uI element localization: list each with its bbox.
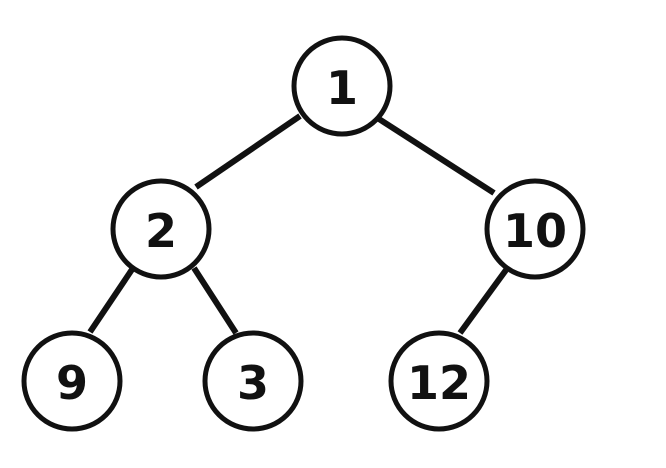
node-label-10: 10 (503, 204, 567, 258)
tree-node-10: 10 (484, 178, 586, 280)
edge-2-9 (87, 266, 136, 334)
node-label-1: 1 (326, 61, 358, 115)
edge-10-12 (457, 268, 509, 335)
node-label-12: 12 (407, 356, 471, 410)
tree-node-12: 12 (388, 330, 490, 432)
tree-node-9: 9 (21, 330, 123, 432)
node-label-9: 9 (56, 356, 88, 410)
tree-node-2: 2 (110, 178, 212, 280)
tree-node-1: 1 (291, 35, 393, 137)
node-label-3: 3 (237, 356, 269, 410)
edge-2-3 (191, 266, 239, 335)
edge-1-10 (377, 116, 496, 196)
edge-1-2 (194, 113, 302, 190)
tree-node-3: 3 (202, 330, 304, 432)
node-label-2: 2 (145, 204, 177, 258)
